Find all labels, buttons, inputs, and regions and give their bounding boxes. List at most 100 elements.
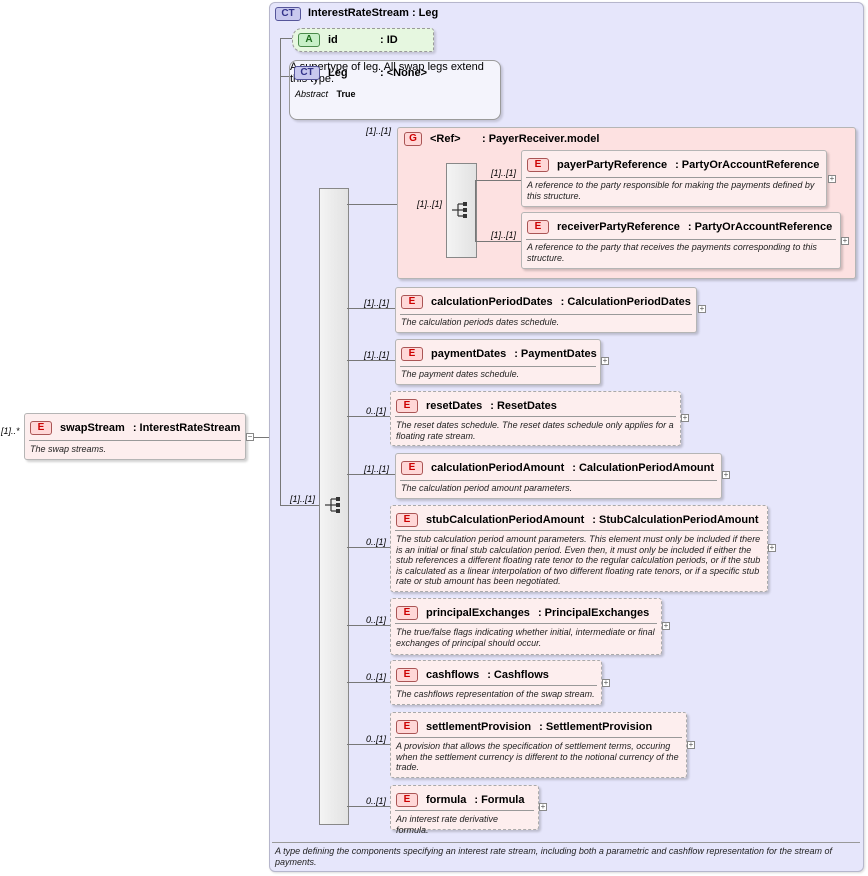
- expand-icon[interactable]: +: [722, 470, 730, 479]
- expand-icon[interactable]: +: [828, 174, 836, 183]
- element-type: : ResetDates: [490, 400, 557, 412]
- sequence-cardinality: [1]..[1]: [290, 494, 316, 504]
- sequence-icon: [452, 202, 467, 218]
- element-cashflows[interactable]: E cashflows : Cashflows The cashflows re…: [390, 660, 602, 705]
- element-stubCalculationPeriodAmount[interactable]: E stubCalculationPeriodAmount : StubCalc…: [390, 505, 768, 592]
- collapse-icon[interactable]: −: [246, 432, 254, 441]
- attribute-name: id: [328, 34, 338, 46]
- element-description: The payment dates schedule.: [401, 369, 520, 379]
- element-calculationPeriodDates[interactable]: E calculationPeriodDates : CalculationPe…: [395, 287, 697, 333]
- complex-type-title: InterestRateStream : Leg: [308, 7, 438, 19]
- element-type: : PaymentDates: [514, 348, 597, 360]
- expand-icon[interactable]: +: [687, 740, 695, 749]
- element-header: E principalExchanges : PrincipalExchange…: [396, 606, 649, 620]
- group-cardinality: [1]..[1]: [366, 126, 392, 136]
- connector-line: [475, 180, 476, 242]
- element-resetDates[interactable]: E resetDates : ResetDates The reset date…: [390, 391, 681, 446]
- connector-line: [280, 38, 281, 505]
- attribute-type: : ID: [380, 34, 398, 46]
- element-badge-icon: E: [396, 668, 418, 682]
- element-description: The calculation periods dates schedule.: [401, 317, 560, 327]
- connector-line: [347, 806, 390, 807]
- element-payerPartyReference[interactable]: E payerPartyReference : PartyOrAccountRe…: [521, 150, 827, 207]
- element-calculationPeriodAmount[interactable]: E calculationPeriodAmount : CalculationP…: [395, 453, 722, 499]
- connector-line: [280, 505, 320, 506]
- attribute-id[interactable]: A id : ID: [292, 28, 434, 52]
- root-element-type: : InterestRateStream: [132, 422, 241, 434]
- sequence-icon: [325, 497, 340, 513]
- element-cardinality: [1]..[1]: [491, 230, 517, 240]
- complex-type-type: : Leg: [411, 7, 439, 19]
- element-header: E receiverPartyReference : PartyOrAccoun…: [527, 220, 832, 234]
- element-name: paymentDates: [431, 348, 507, 360]
- base-type-name: Leg: [328, 67, 348, 79]
- element-description: A reference to the party that receives t…: [527, 242, 817, 263]
- complex-type-name: InterestRateStream: [308, 7, 409, 19]
- element-name: calculationPeriodDates: [431, 296, 553, 308]
- connector-line: [280, 76, 290, 77]
- element-name: settlementProvision: [426, 721, 532, 733]
- separator: [526, 177, 822, 178]
- separator: [395, 685, 597, 686]
- element-type: : StubCalculationPeriodAmount: [592, 514, 759, 526]
- element-name: calculationPeriodAmount: [431, 462, 565, 474]
- expand-icon[interactable]: +: [681, 413, 689, 422]
- element-description: The reset dates schedule. The reset date…: [396, 420, 674, 441]
- element-description: A provision that allows the specificatio…: [396, 741, 679, 772]
- element-header: E cashflows : Cashflows: [396, 668, 549, 682]
- connector-line: [475, 180, 521, 181]
- element-cardinality: 0..[1]: [366, 672, 387, 682]
- element-header: E formula : Formula: [396, 793, 524, 807]
- element-cardinality: 0..[1]: [366, 537, 387, 547]
- connector-line: [347, 204, 397, 205]
- expand-icon[interactable]: +: [662, 621, 670, 630]
- separator: [400, 314, 692, 315]
- connector-line: [347, 682, 390, 683]
- connector-line: [347, 744, 390, 745]
- element-type: : PartyOrAccountReference: [687, 221, 833, 233]
- element-type: : CalculationPeriodAmount: [572, 462, 715, 474]
- element-receiverPartyReference[interactable]: E receiverPartyReference : PartyOrAccoun…: [521, 212, 841, 269]
- element-description: A reference to the party responsible for…: [527, 180, 815, 201]
- element-cardinality: 0..[1]: [366, 734, 387, 744]
- base-type-header: CT Leg : <None>: [294, 66, 427, 80]
- element-badge-icon: E: [401, 295, 423, 309]
- separator: [395, 810, 534, 811]
- expand-icon[interactable]: +: [698, 304, 706, 313]
- expand-icon[interactable]: +: [601, 356, 609, 365]
- base-type-leg[interactable]: CT Leg : <None> Abstract True A supertyp…: [289, 60, 501, 120]
- element-badge-icon: E: [527, 158, 549, 172]
- group-inner-cardinality: [1]..[1]: [417, 199, 443, 209]
- connector-line: [347, 360, 395, 361]
- group-type: : PayerReceiver.model: [482, 133, 600, 145]
- element-paymentDates[interactable]: E paymentDates : PaymentDates The paymen…: [395, 339, 601, 385]
- element-name: payerPartyReference: [557, 159, 668, 171]
- element-type: : Cashflows: [487, 669, 549, 681]
- element-header: E settlementProvision : SettlementProvis…: [396, 720, 652, 734]
- element-cardinality: 0..[1]: [366, 406, 387, 416]
- element-settlementProvision[interactable]: E settlementProvision : SettlementProvis…: [390, 712, 687, 778]
- element-description: The true/false flags indicating whether …: [396, 627, 655, 648]
- connector-line: [347, 308, 395, 309]
- element-cardinality: [1]..[1]: [491, 168, 517, 178]
- element-type: : PartyOrAccountReference: [675, 159, 820, 171]
- element-badge-icon: E: [396, 399, 418, 413]
- element-principalExchanges[interactable]: E principalExchanges : PrincipalExchange…: [390, 598, 662, 655]
- root-element-description: The swap streams.: [30, 444, 107, 454]
- element-badge-icon: E: [401, 461, 423, 475]
- element-header: E payerPartyReference : PartyOrAccountRe…: [527, 158, 819, 172]
- element-cardinality: 0..[1]: [366, 615, 387, 625]
- element-description: An interest rate derivative formula.: [396, 814, 499, 835]
- separator: [395, 737, 682, 738]
- element-description: The cashflows representation of the swap…: [396, 689, 595, 699]
- expand-icon[interactable]: +: [768, 543, 776, 552]
- root-element-swapStream[interactable]: E swapStream : InterestRateStream The sw…: [24, 413, 246, 460]
- element-description: The stub calculation period amount param…: [396, 534, 761, 586]
- expand-icon[interactable]: +: [841, 236, 849, 245]
- expand-icon[interactable]: +: [602, 678, 610, 687]
- separator: [395, 530, 763, 531]
- element-badge-icon: E: [30, 421, 52, 435]
- element-formula[interactable]: E formula : Formula An interest rate der…: [390, 785, 539, 835]
- element-header: E calculationPeriodDates : CalculationPe…: [401, 295, 691, 309]
- expand-icon[interactable]: +: [539, 802, 547, 811]
